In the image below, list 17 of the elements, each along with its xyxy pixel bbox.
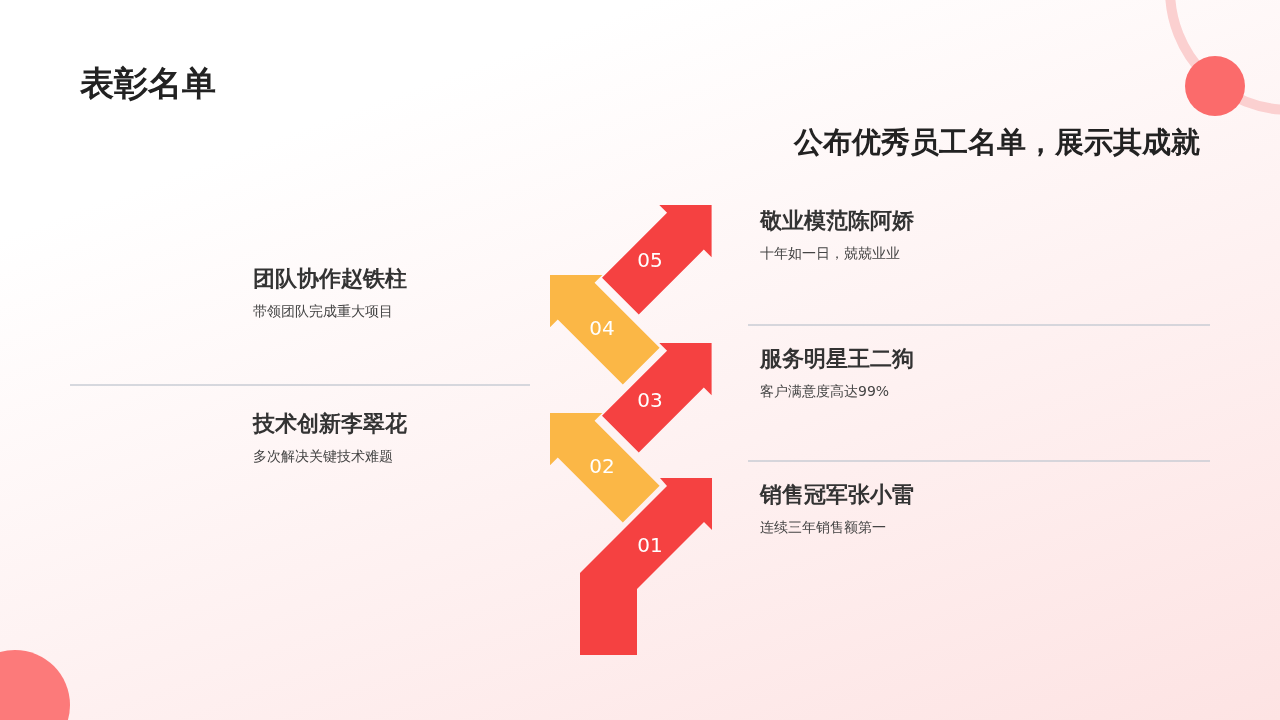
subtitle: 公布优秀员工名单，展示其成就 (794, 124, 1200, 161)
page-title: 表彰名单 (80, 62, 216, 105)
award-heading: 销售冠军张小雷 (760, 481, 914, 509)
step-number: 03 (637, 390, 663, 410)
award-heading: 技术创新李翠花 (253, 410, 407, 438)
award-description: 十年如一日，兢兢业业 (760, 244, 901, 262)
step-number: 04 (589, 318, 615, 338)
award-description: 多次解决关键技术难题 (253, 447, 394, 465)
award-description: 带领团队完成重大项目 (253, 302, 394, 320)
step-number: 02 (589, 456, 615, 476)
award-heading: 团队协作赵铁柱 (253, 265, 407, 293)
award-description: 客户满意度高达99% (760, 382, 891, 400)
award-description: 连续三年销售额第一 (760, 518, 887, 536)
award-heading: 服务明星王二狗 (760, 345, 914, 373)
step-number: 01 (637, 535, 663, 555)
step-number: 05 (637, 250, 663, 270)
award-heading: 敬业模范陈阿娇 (760, 207, 914, 235)
